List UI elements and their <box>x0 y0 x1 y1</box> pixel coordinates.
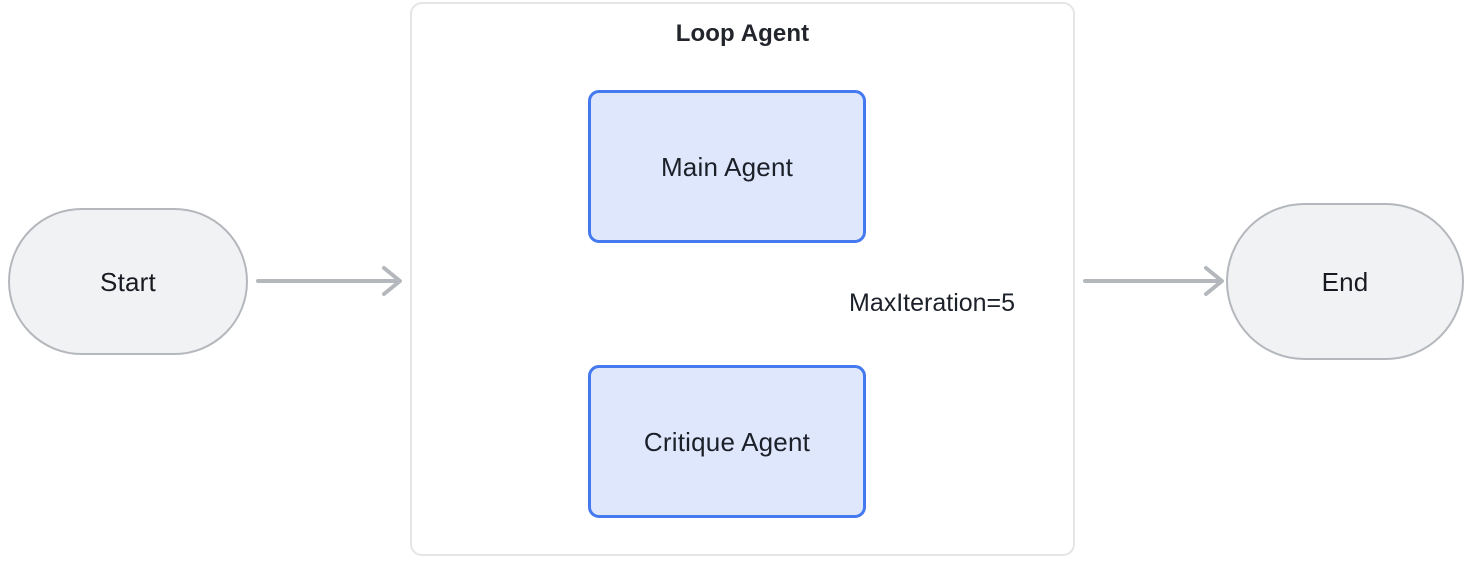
edge-start-to-loop-agent <box>256 266 402 296</box>
node-main-agent[interactable]: Main Agent <box>588 90 866 243</box>
loop-agent-title: Loop Agent <box>675 20 810 47</box>
node-critique-agent[interactable]: Critique Agent <box>588 365 866 518</box>
node-end-label: End <box>1321 266 1369 297</box>
arrowhead-icon <box>382 266 402 296</box>
node-main-agent-label: Main Agent <box>660 151 794 182</box>
edge-label-max-iteration: MaxIteration=5 <box>843 285 1022 321</box>
node-end[interactable]: End <box>1226 203 1464 360</box>
node-critique-agent-label: Critique Agent <box>643 426 811 457</box>
arrowhead-icon <box>1204 266 1224 296</box>
edge-loop-agent-to-end <box>1083 266 1224 296</box>
node-start-label: Start <box>100 266 156 297</box>
node-start[interactable]: Start <box>8 208 248 355</box>
